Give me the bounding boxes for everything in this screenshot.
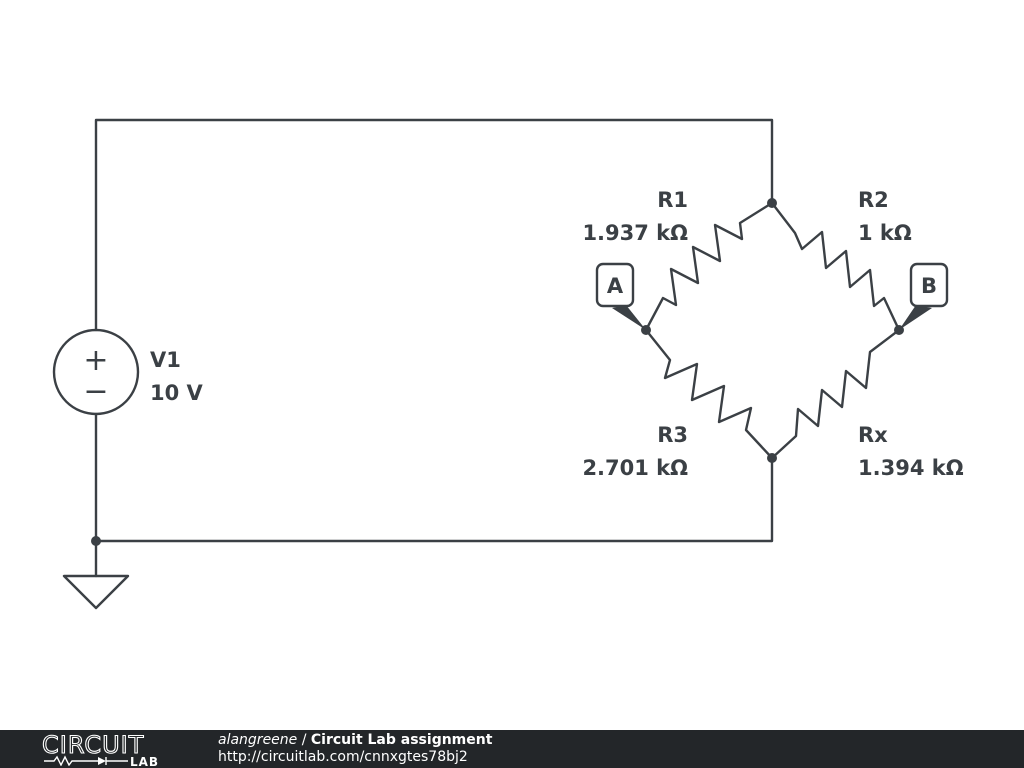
- rx-name: Rx: [858, 423, 888, 447]
- resistor-r2: [770, 201, 901, 332]
- footer-title-line: alangreene / Circuit Lab assignment: [218, 732, 492, 749]
- title-separator: /: [297, 732, 311, 748]
- circuit-title[interactable]: Circuit Lab assignment: [310, 732, 493, 748]
- probe-b-pointer: [899, 305, 932, 330]
- junction-top: [767, 198, 777, 208]
- probe-b: B: [899, 262, 949, 330]
- source-name: V1: [150, 348, 181, 372]
- circuit-schematic: + − V1 10 V A B R1 1.937 kΩ R2 1 kΩ R3 2…: [52, 118, 964, 610]
- probe-a-label: A: [607, 274, 624, 298]
- r3-value: 2.701 kΩ: [582, 456, 688, 480]
- rx-value: 1.394 kΩ: [858, 456, 964, 480]
- circuit-url-link[interactable]: http://circuitlab.com/cnnxgtes78bj2: [218, 749, 468, 765]
- source-circle: [52, 328, 140, 416]
- r1-value: 1.937 kΩ: [582, 221, 688, 245]
- plus-symbol: +: [83, 343, 108, 378]
- r2-name: R2: [858, 188, 889, 212]
- r2-value: 1 kΩ: [858, 221, 912, 245]
- probe-a: A: [595, 262, 646, 330]
- circuitlab-logo[interactable]: CIRCUIT LAB: [40, 732, 180, 766]
- r1-name: R1: [657, 188, 688, 212]
- r3-name: R3: [657, 423, 688, 447]
- probe-b-label: B: [921, 274, 937, 298]
- ground-icon: [62, 574, 130, 610]
- logo-diode-bar: [105, 757, 128, 765]
- probe-a-box: [595, 262, 635, 308]
- logo-diode-icon: [98, 757, 106, 765]
- minus-symbol: −: [83, 374, 108, 409]
- author-link[interactable]: alangreene: [218, 732, 298, 748]
- resistor-rx: [770, 328, 901, 460]
- bottom-wire: [94, 412, 774, 543]
- resistor-r1: [644, 201, 774, 332]
- logo-resistor-icon: [44, 755, 98, 766]
- probe-a-pointer: [612, 305, 646, 330]
- footer-bar: CIRCUIT LAB alangreene / Circuit Lab ass…: [0, 730, 1024, 768]
- resistor-r3: [644, 328, 774, 460]
- junction-ground: [91, 536, 101, 546]
- logo-text-lab: LAB: [130, 755, 159, 766]
- top-wire: [94, 118, 774, 332]
- junction-bottom: [767, 453, 777, 463]
- source-value: 10 V: [150, 381, 204, 405]
- probe-b-box: [909, 262, 949, 308]
- logo-text-circuit: CIRCUIT: [42, 732, 144, 759]
- voltage-source-v1: + −: [52, 328, 140, 416]
